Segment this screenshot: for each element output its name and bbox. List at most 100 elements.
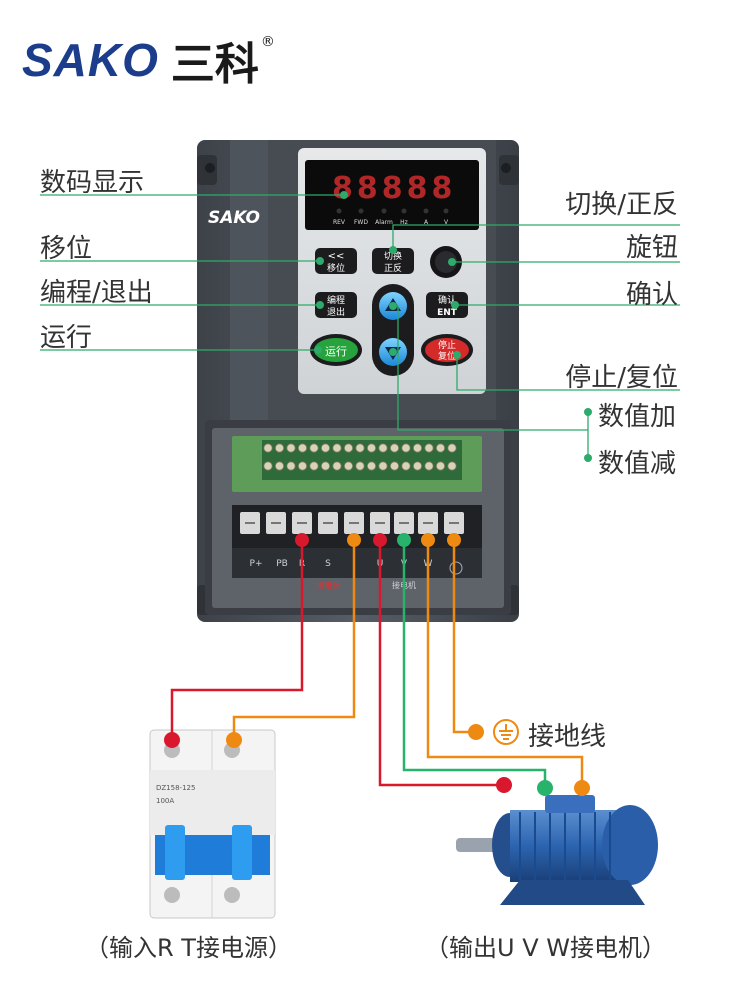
indicator-led: [381, 208, 387, 214]
display-digits: 88888: [332, 171, 456, 206]
circuit-breaker: DZ158-125 100A: [149, 729, 276, 919]
keypad: << 移位 切换 正反 编程 退出: [310, 246, 473, 376]
control-terminal-screw: [343, 443, 354, 453]
program-key[interactable]: 编程 退出: [315, 292, 357, 318]
control-terminal-screw: [263, 461, 273, 471]
program-key-top: 编程: [327, 294, 345, 306]
control-terminal-screw: [343, 461, 354, 471]
control-terminal-screw: [412, 443, 423, 453]
wire-terminal-dots: [164, 533, 590, 796]
control-terminal-screw: [286, 461, 296, 471]
control-terminal-screw: [401, 443, 411, 453]
confirm-key[interactable]: 确认 ENT: [426, 292, 468, 318]
label-value-down: 数值减: [598, 449, 677, 479]
indicator-led: [423, 208, 429, 214]
control-terminal-screw: [389, 461, 400, 471]
control-terminal-screw: [447, 461, 457, 471]
control-terminal-screw: [447, 443, 457, 453]
rotary-knob[interactable]: [430, 246, 462, 278]
control-terminal-screw: [355, 443, 365, 453]
indicator-label: Alarm: [375, 219, 393, 226]
registered-mark: ®: [260, 34, 275, 50]
confirm-key-bottom: ENT: [437, 308, 458, 318]
wiring: [170, 540, 584, 788]
label-stop-reset: 停止/复位: [565, 363, 678, 393]
breaker-model: DZ158-125: [156, 784, 195, 792]
up-down-keys: [372, 284, 414, 376]
power-terminal-row: [240, 512, 464, 534]
label-knob: 旋钮: [625, 233, 678, 263]
control-terminal-row: [263, 443, 457, 471]
stop-key-bottom: 复位: [438, 350, 456, 362]
shift-key-bottom: 移位: [327, 262, 345, 274]
label-switch-fwd-rev: 切换/正反: [565, 190, 678, 220]
control-terminal-screw: [435, 443, 446, 453]
control-terminal-screw: [389, 443, 400, 453]
control-terminal-screw: [366, 443, 377, 453]
control-terminal-screw: [412, 461, 423, 471]
power-group-label: 接电源: [316, 580, 340, 590]
control-terminal-screw: [309, 461, 319, 471]
label-ground: 接地线: [528, 722, 607, 752]
stop-key-top: 停止: [438, 339, 456, 351]
control-terminal-screw: [435, 461, 446, 471]
control-terminal-screw: [320, 461, 331, 471]
stop-reset-key[interactable]: 停止 复位: [421, 334, 473, 366]
control-terminal-screw: [320, 443, 331, 453]
control-terminal-screw: [424, 461, 434, 471]
label-digital-display: 数码显示: [40, 168, 145, 198]
indicator-led: [443, 208, 449, 214]
electric-motor: [456, 795, 658, 905]
control-terminal-screw: [274, 461, 285, 471]
label-run: 运行: [40, 323, 93, 353]
label-value-up: 数值加: [598, 402, 677, 432]
confirm-key-top: 确认: [438, 294, 456, 306]
indicator-label: A: [424, 219, 429, 226]
run-key-label: 运行: [325, 345, 347, 358]
control-terminal-screw: [424, 443, 434, 453]
control-terminal-screw: [286, 443, 296, 453]
control-terminal-screw: [297, 443, 308, 453]
indicator-label: FWD: [354, 219, 368, 226]
program-key-bottom: 退出: [327, 306, 345, 318]
leader-dots: [314, 191, 592, 462]
label-confirm: 确认: [625, 280, 678, 310]
indicator-led: [336, 208, 342, 214]
caption-input: （输入R T接电源）: [85, 934, 292, 962]
switch-key-top: 切换: [384, 250, 402, 262]
caption-output: （输出U V W接电机）: [425, 934, 666, 962]
indicator-label: V: [444, 219, 449, 226]
ground-icon: [493, 719, 519, 745]
display-screen: [305, 160, 479, 230]
control-terminal-screw: [378, 443, 388, 453]
control-terminal-screw: [401, 461, 411, 471]
control-terminal-screw: [378, 461, 388, 471]
control-terminal-screw: [274, 443, 285, 453]
control-terminal-screw: [366, 461, 377, 471]
control-terminal-screw: [309, 443, 319, 453]
shift-key-top: <<: [328, 251, 345, 262]
run-key[interactable]: 运行: [310, 334, 362, 366]
switch-key-bottom: 正反: [384, 263, 402, 274]
control-terminal-screw: [263, 443, 273, 453]
indicator-led: [401, 208, 407, 214]
switch-key[interactable]: 切换 正反: [372, 248, 414, 274]
indicator-led: [358, 208, 364, 214]
control-terminal-screw: [332, 461, 342, 471]
control-terminal-screw: [355, 461, 365, 471]
terminal-label: S: [325, 559, 331, 569]
device-logo: SAKO: [208, 208, 260, 228]
label-shift: 移位: [40, 234, 93, 264]
terminal-label: P+: [250, 559, 263, 569]
terminal-label: PB: [276, 559, 288, 569]
brand-name-en: SAKO: [22, 34, 159, 86]
brand-logo: SAKO 三科 ®: [22, 30, 275, 90]
brand-name-cn: 三科: [170, 39, 259, 90]
control-terminal-screw: [297, 461, 308, 471]
shift-key[interactable]: << 移位: [315, 248, 357, 274]
breaker-rating: 100A: [156, 797, 174, 805]
indicator-label: Hz: [400, 219, 408, 226]
